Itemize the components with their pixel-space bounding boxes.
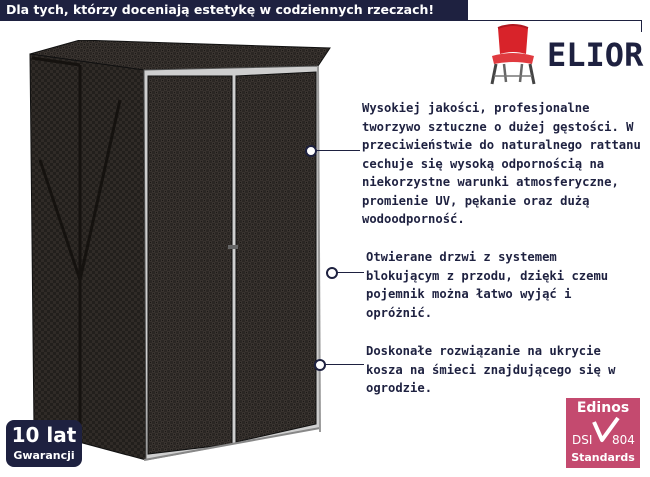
top-banner: Dla tych, którzy doceniają estetykę w co… <box>0 0 468 21</box>
warranty-years: 10 lat <box>11 423 77 447</box>
certificate-dsi: DSI <box>572 433 593 447</box>
feature-description: Doskonałe rozwiązanie na ukrycie kosza n… <box>366 344 616 395</box>
certificate-standards: Standards <box>571 451 635 464</box>
hotspot-dot <box>326 267 338 279</box>
hotspot-dot <box>314 359 326 371</box>
feature-description: Otwierane drzwi z systemem blokującym z … <box>366 250 609 320</box>
hotspot-dot <box>305 145 317 157</box>
connector-line <box>322 364 364 365</box>
frame-line <box>468 20 642 21</box>
connector-line <box>334 272 364 273</box>
frame-line <box>641 20 642 32</box>
warranty-badge: 10 lat Gwarancji <box>6 420 82 467</box>
warranty-label: Gwarancji <box>13 449 75 462</box>
checkmark-icon <box>592 416 620 442</box>
certificate-name: Edinos <box>576 400 630 416</box>
red-chair-icon <box>490 24 536 85</box>
connector-line <box>312 150 360 151</box>
certificate-badge: Edinos DSI 804 Standards <box>566 398 640 468</box>
certificate-number: 804 <box>612 433 635 447</box>
brand-logo: ELIOR <box>480 22 644 94</box>
feature-description: Wysokiej jakości, profesjonalne tworzywo… <box>362 101 641 226</box>
banner-text: Dla tych, którzy doceniają estetykę w co… <box>6 2 435 17</box>
brand-name: ELIOR <box>547 36 644 74</box>
rattan-bin-shed-image <box>29 40 331 461</box>
